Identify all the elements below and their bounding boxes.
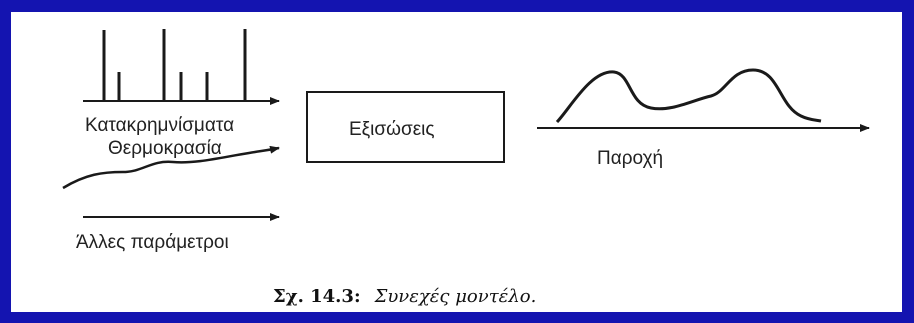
figure-caption: Σχ. 14.3: Συνεχές μοντέλο.: [273, 286, 536, 307]
temperature-label: Θερμοκρασία: [108, 138, 222, 159]
continuous-model-diagram: Κατακρημνίσματα Θερμοκρασία Άλλες παράμε…: [62, 29, 870, 307]
caption-number: Σχ. 14.3:: [273, 286, 361, 307]
discharge-hydrograph: [555, 68, 822, 124]
equations-label: Εξισώσεις: [349, 119, 435, 140]
other-parameters-label: Άλλες παράμετροι: [76, 232, 229, 253]
rainfall-label: Κατακρημνίσματα: [85, 115, 234, 136]
diagram-panel: Κατακρημνίσματα Θερμοκρασία Άλλες παράμε…: [11, 12, 902, 312]
equations-box: [306, 91, 505, 163]
temperature-curve: [62, 145, 280, 190]
discharge-label: Παροχή: [597, 148, 663, 169]
rainfall-spikes: [102, 29, 247, 100]
caption-text: Συνεχές μοντέλο.: [374, 286, 537, 307]
